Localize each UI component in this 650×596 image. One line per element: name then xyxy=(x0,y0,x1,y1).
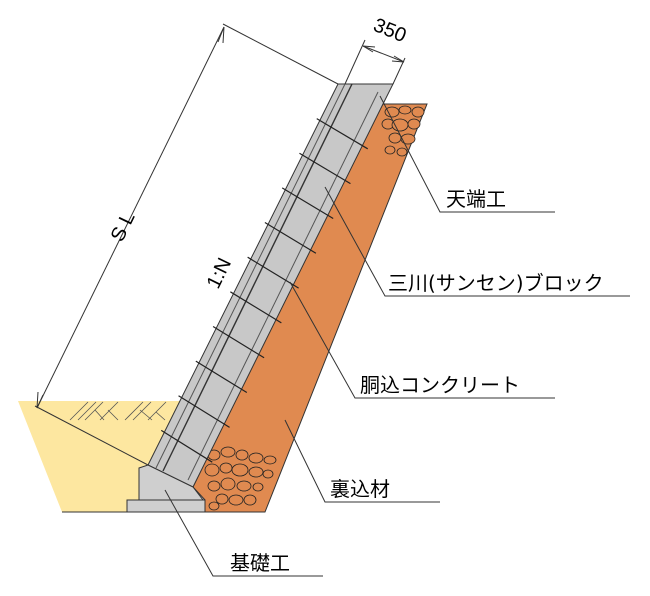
rubble-stone xyxy=(391,118,409,132)
sl-dimension xyxy=(34,23,339,466)
block-wall xyxy=(147,83,394,488)
rubble-stone xyxy=(235,449,249,461)
label-block: 三川(サンセン)ブロック xyxy=(388,271,604,295)
block-joint xyxy=(299,152,351,185)
rubble-stone xyxy=(396,147,408,157)
rubble-stone xyxy=(204,463,220,477)
rubble-stone xyxy=(248,452,264,464)
sl-label: S L xyxy=(107,209,140,246)
rubble-stone xyxy=(407,118,421,130)
label-crown: 天端工 xyxy=(446,187,506,211)
rubble-stone xyxy=(388,132,402,144)
thickness-label: 350 xyxy=(370,14,409,47)
rubble-stone xyxy=(400,133,416,145)
leader-lines xyxy=(164,95,630,577)
rubble-stone xyxy=(215,493,229,505)
label-backfill: 裏込材 xyxy=(330,477,390,501)
rubble-stone xyxy=(262,469,274,479)
block-joint xyxy=(212,325,265,359)
rubble-stone xyxy=(384,145,396,155)
soil-hatching xyxy=(69,401,167,421)
rubble-stone xyxy=(219,462,233,474)
rubble-stone xyxy=(398,105,412,115)
rubble-stone xyxy=(411,106,425,118)
block-face-line xyxy=(162,83,353,472)
block-joint xyxy=(160,429,213,463)
block-joint xyxy=(264,222,317,254)
gradient-label: 1:N xyxy=(203,255,236,293)
rubble-stone xyxy=(263,455,277,465)
block-joint xyxy=(281,187,334,219)
block-joints xyxy=(160,118,369,463)
ground-soil xyxy=(18,401,180,512)
block-face-line xyxy=(155,83,346,469)
block-joint xyxy=(316,118,369,150)
block-joint xyxy=(178,395,230,428)
block-joint xyxy=(195,360,248,394)
rubble-stone xyxy=(252,482,264,492)
rubble-stone xyxy=(236,480,252,492)
rubble-stone xyxy=(243,494,257,506)
label-foundation: 基礎工 xyxy=(230,551,290,575)
rubble-stone xyxy=(228,494,244,506)
block-back-line xyxy=(187,91,379,481)
foundation-slab xyxy=(126,499,206,513)
foundation-block xyxy=(138,464,205,501)
rubble-stone xyxy=(207,480,221,492)
rubble-stone xyxy=(220,446,236,458)
rubble-stone xyxy=(220,477,236,491)
rubble-stone xyxy=(208,501,220,511)
thickness-dimension xyxy=(344,39,406,85)
backfill-rubble xyxy=(204,105,425,511)
rubble-stone xyxy=(384,106,400,118)
label-filler-concrete: 胴込コンクリート xyxy=(360,373,520,397)
block-joint xyxy=(230,291,282,324)
rubble-stone xyxy=(248,466,264,478)
rubble-stone xyxy=(231,463,249,477)
